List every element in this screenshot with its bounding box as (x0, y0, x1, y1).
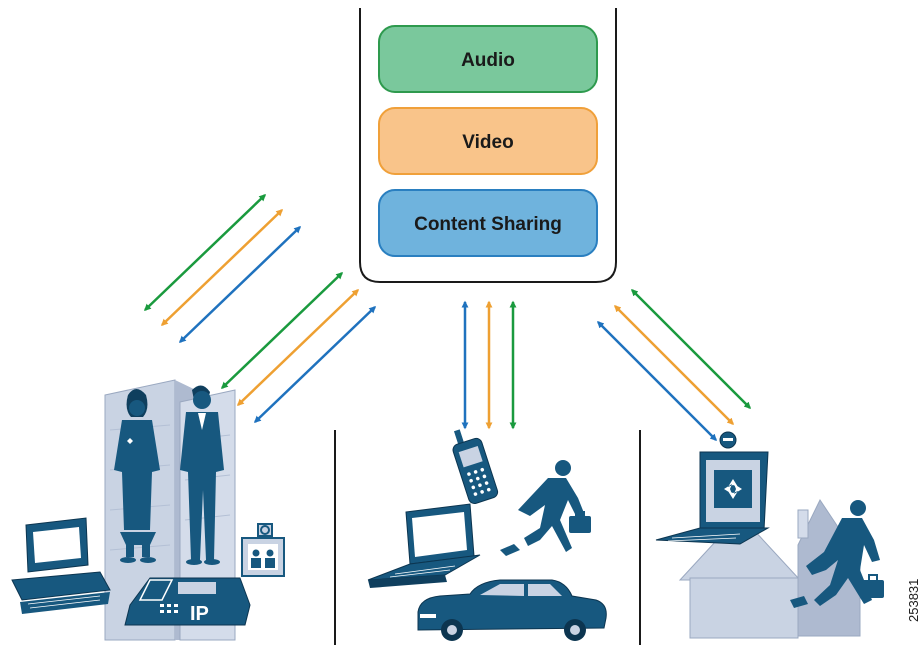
video-arrow-upper-left (160, 209, 284, 326)
remote-laptop-icon (655, 431, 770, 545)
running-man-figure (500, 460, 591, 556)
desktop-computer-icon (11, 517, 111, 614)
office-scene: IP (11, 379, 285, 641)
conference-server: Audio Video Content Sharing (359, 8, 617, 283)
sharing-arrow-lower-left (253, 306, 377, 423)
video-service-box (378, 107, 598, 175)
audio-label: Audio (461, 50, 515, 71)
audio-arrow-upper-left (143, 194, 267, 311)
ip-phone-icon: IP (124, 577, 251, 626)
content-sharing-service-box (378, 189, 598, 257)
mobile-phone-icon (452, 429, 499, 505)
video-label: Video (462, 132, 513, 153)
remote-running-man-figure (790, 500, 884, 608)
car-icon (417, 579, 607, 641)
audio-service-box (378, 25, 598, 93)
audio-arrow-lower-left (220, 272, 344, 389)
video-arrow-lower-left (236, 289, 360, 406)
home-scene (655, 431, 884, 639)
figure-id: 253831 (906, 579, 921, 622)
house-icon (678, 498, 861, 639)
laptop-icon (367, 503, 481, 588)
sharing-arrow-upper-left (178, 226, 302, 343)
media-arrows (143, 194, 751, 441)
content-sharing-label: Content Sharing (414, 214, 562, 235)
mobile-scene (367, 429, 607, 641)
video-arrow-right (614, 305, 734, 425)
sharing-arrow-right (597, 321, 717, 441)
phone-ip-label: IP (190, 603, 209, 625)
video-endpoint-icon (241, 523, 285, 577)
woman-figure (114, 389, 160, 563)
audio-arrow-right (631, 289, 751, 409)
businessman-figure (180, 385, 224, 565)
